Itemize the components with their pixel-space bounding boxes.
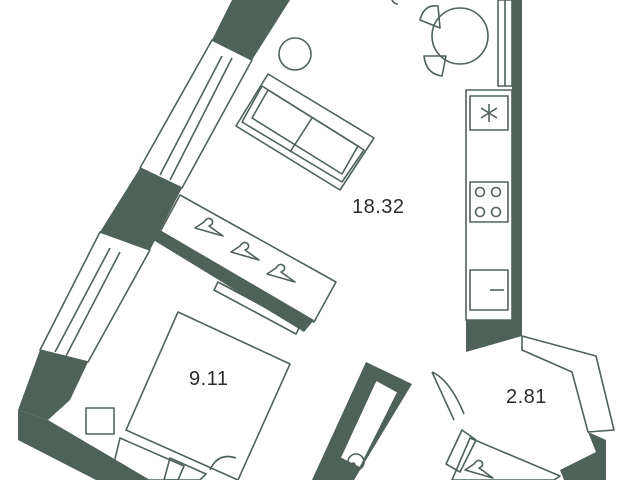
hanger-icon bbox=[266, 263, 296, 283]
wall-middle-block bbox=[100, 168, 182, 250]
hanger-icon bbox=[194, 217, 224, 237]
wall-bath-right-fill2 bbox=[588, 432, 606, 480]
sofa bbox=[235, 73, 375, 191]
bed bbox=[109, 311, 291, 480]
wardrobe-base bbox=[213, 281, 301, 335]
wall-partition bbox=[150, 230, 314, 332]
nightstand bbox=[163, 457, 207, 480]
bathroom-door bbox=[431, 371, 455, 421]
nightstand bbox=[85, 407, 115, 435]
wall-top-block bbox=[212, 0, 290, 60]
wall-bottom-block bbox=[18, 350, 88, 420]
window-upper bbox=[139, 39, 253, 189]
room-area-living-kitchen: 18.32 bbox=[352, 196, 405, 218]
room-area-bedroom: 9.11 bbox=[189, 368, 229, 390]
wall-right-top bbox=[512, 0, 522, 300]
room-area-bathroom: 2.81 bbox=[506, 386, 547, 408]
wall-bottom-left bbox=[18, 410, 150, 480]
hall-cabinet bbox=[339, 379, 399, 469]
bath-wardrobe bbox=[451, 437, 561, 480]
hanger-icon bbox=[464, 459, 494, 479]
side-table bbox=[278, 37, 312, 71]
boiler-icon bbox=[345, 453, 365, 476]
window-lower bbox=[39, 231, 151, 363]
kitchen-counter bbox=[465, 89, 513, 321]
hanger-icon bbox=[230, 241, 260, 261]
wall-right-lower bbox=[466, 300, 522, 352]
dining-set bbox=[391, 0, 489, 77]
wall-bath-right-fill bbox=[560, 452, 604, 480]
wall-bath-right bbox=[521, 335, 615, 433]
bath-storage bbox=[445, 429, 477, 473]
wardrobe-living bbox=[159, 194, 337, 323]
